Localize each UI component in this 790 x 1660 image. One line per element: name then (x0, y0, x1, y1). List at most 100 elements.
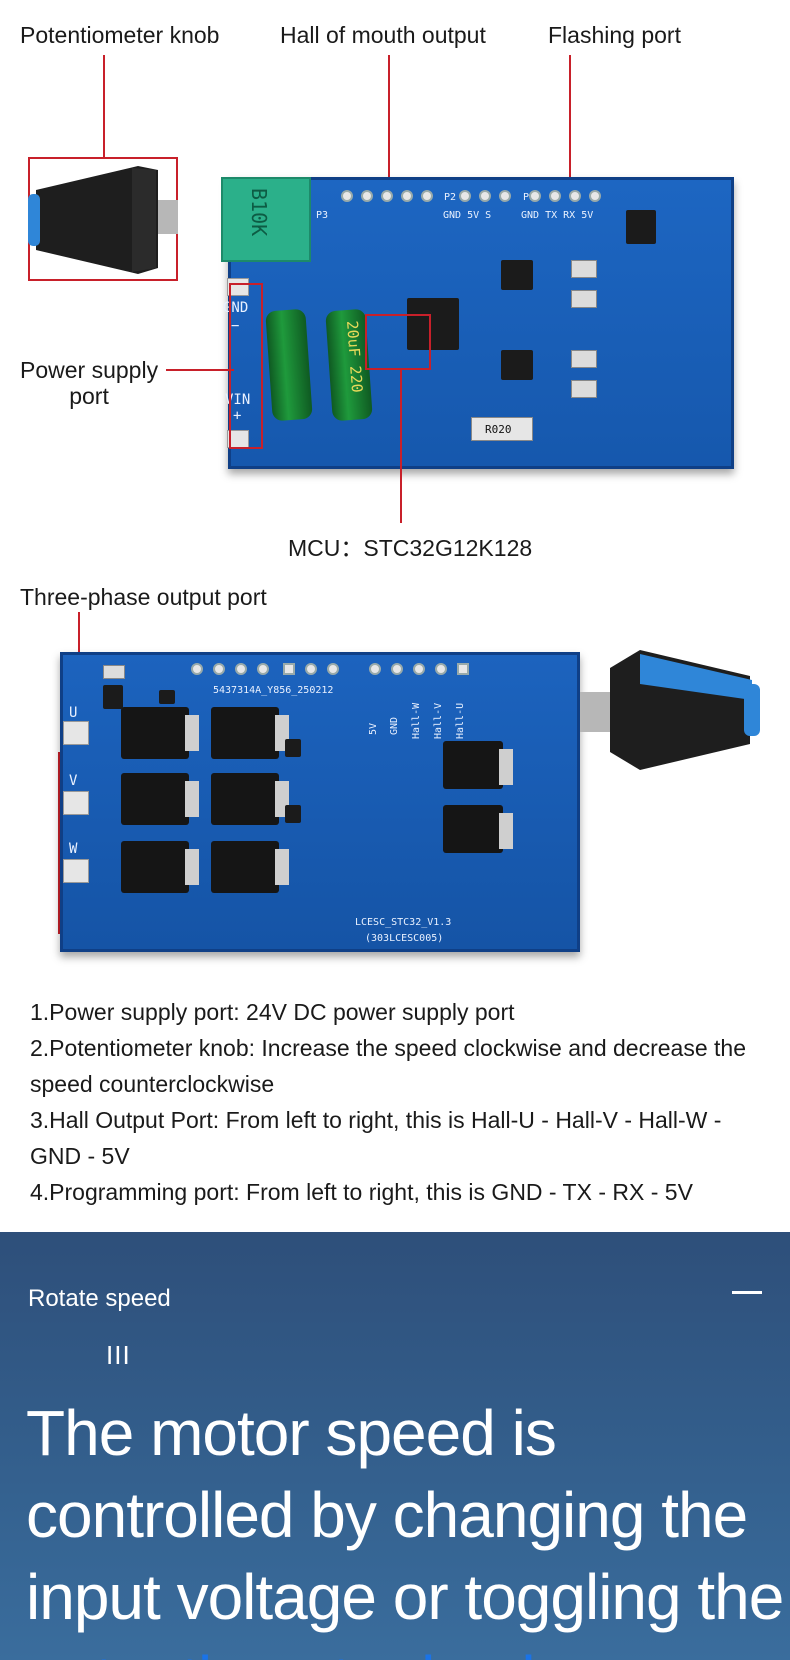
mosfet (121, 841, 199, 893)
silk-hall-pin: 5V (368, 722, 379, 735)
label-hall-output: Hall of mouth output (280, 22, 486, 48)
header-pin (435, 663, 447, 675)
silk-board-code: (303LCESC005) (365, 933, 444, 944)
header-pin (413, 663, 425, 675)
ic-chip (501, 350, 533, 380)
label-flashing-port: Flashing port (548, 22, 681, 48)
component (571, 260, 597, 278)
silk-v: V (69, 773, 78, 789)
headline: The motor speed is controlled by changin… (26, 1392, 790, 1660)
silk-hall-pin: Hall-U (455, 702, 466, 739)
silk-w: W (69, 841, 78, 857)
header-pin (381, 190, 393, 202)
callout-line-mcu (400, 370, 402, 523)
label-power-supply-port: Power supply port (20, 357, 159, 409)
header-pin (457, 663, 469, 675)
header-pin (549, 190, 561, 202)
header-pin (361, 190, 373, 202)
callout-box-power (229, 283, 263, 449)
pcb-top-view: B10K P3 P2 GND 5V S P1 GND TX RX 5V R020 (221, 177, 734, 469)
component (103, 665, 125, 679)
silk-hall-pin: Hall-W (411, 702, 422, 739)
callout-line-power (166, 369, 234, 371)
silk-hall-pin: GND (389, 716, 400, 735)
mosfet (211, 841, 289, 893)
mosfet (121, 773, 199, 825)
shunt-resistor (471, 417, 533, 441)
silk-r020: R020 (485, 423, 512, 436)
phase-pad-u (63, 721, 89, 745)
mosfet (211, 707, 289, 759)
silk-p2-pins: GND 5V S (443, 210, 492, 221)
header-pin (369, 663, 381, 675)
label-potentiometer-knob: Potentiometer knob (20, 22, 220, 48)
specs-list: 1.Power supply port: 24V DC power supply… (30, 994, 770, 1210)
bars-icon: III (106, 1340, 131, 1370)
potentiometer-knob-icon (580, 650, 760, 770)
spec-item: 3.Hall Output Port: From left to right, … (30, 1107, 722, 1169)
ic-chip (626, 210, 656, 244)
silk-minus: − (231, 318, 240, 334)
ic-chip (501, 260, 533, 290)
pot-label: B10K (247, 188, 271, 237)
header-pin (479, 190, 491, 202)
silk-board-name: LCESC_STC32_V1.3 (355, 917, 452, 928)
label-mcu: MCU：STC32G12K128 (288, 535, 533, 561)
ic-chip (103, 685, 123, 709)
header-pin (283, 663, 295, 675)
component (571, 350, 597, 368)
power-pad-gnd (227, 278, 249, 296)
silk-p2: P2 (444, 192, 457, 203)
headline-main: The motor speed is controlled by changin… (26, 1397, 784, 1633)
header-pin (421, 190, 433, 202)
silk-p3: P3 (316, 210, 329, 221)
spec-item: 4.Programming port: From left to right, … (30, 1179, 693, 1205)
headline-accent: potentiometer knob (26, 1643, 557, 1660)
potentiometer-knob-icon (28, 166, 178, 274)
header-pin (401, 190, 413, 202)
callout-line-flash (569, 55, 571, 180)
header-pin (459, 190, 471, 202)
dash-icon (732, 1291, 762, 1294)
header-pin (327, 663, 339, 675)
header-pin (341, 190, 353, 202)
phase-pad-w (63, 859, 89, 883)
header-pin (213, 663, 225, 675)
header-pin (589, 190, 601, 202)
header-pin (499, 190, 511, 202)
header-pin (235, 663, 247, 675)
silk-u: U (69, 705, 78, 721)
mosfet (121, 707, 199, 759)
silk-p1-pins: GND TX RX 5V (521, 210, 594, 221)
callout-box-mcu (365, 314, 431, 370)
potentiometer-body (221, 177, 311, 262)
silk-hall-pin: Hall-V (433, 702, 444, 739)
phase-pad-v (63, 791, 89, 815)
ic-chip (285, 739, 301, 757)
spec-item: 1.Power supply port: 24V DC power supply… (30, 999, 515, 1025)
banner (0, 1232, 790, 1660)
mosfet (211, 773, 289, 825)
capacitor (265, 308, 313, 422)
label-three-phase-output: Three-phase output port (20, 584, 267, 610)
header-pin (391, 663, 403, 675)
mcu-chip (407, 298, 459, 350)
regulator (443, 741, 513, 789)
spec-item: 2.Potentiometer knob: Increase the speed… (30, 1035, 746, 1097)
header-pin (529, 190, 541, 202)
header-pin (191, 663, 203, 675)
silk-vin: VIN (225, 392, 251, 408)
silk-plus: + (233, 408, 242, 424)
ic-chip (285, 805, 301, 823)
header-pin (257, 663, 269, 675)
section-title: Rotate speed (28, 1285, 171, 1312)
regulator (443, 805, 513, 853)
component (571, 380, 597, 398)
pcb-bottom-view: 5437314A_Y856_250212 5V GND Hall-W Hall-… (60, 652, 580, 952)
header-pin (569, 190, 581, 202)
callout-line-knob (103, 55, 105, 158)
component (571, 290, 597, 308)
callout-line-hall (388, 55, 390, 180)
header-pin (305, 663, 317, 675)
